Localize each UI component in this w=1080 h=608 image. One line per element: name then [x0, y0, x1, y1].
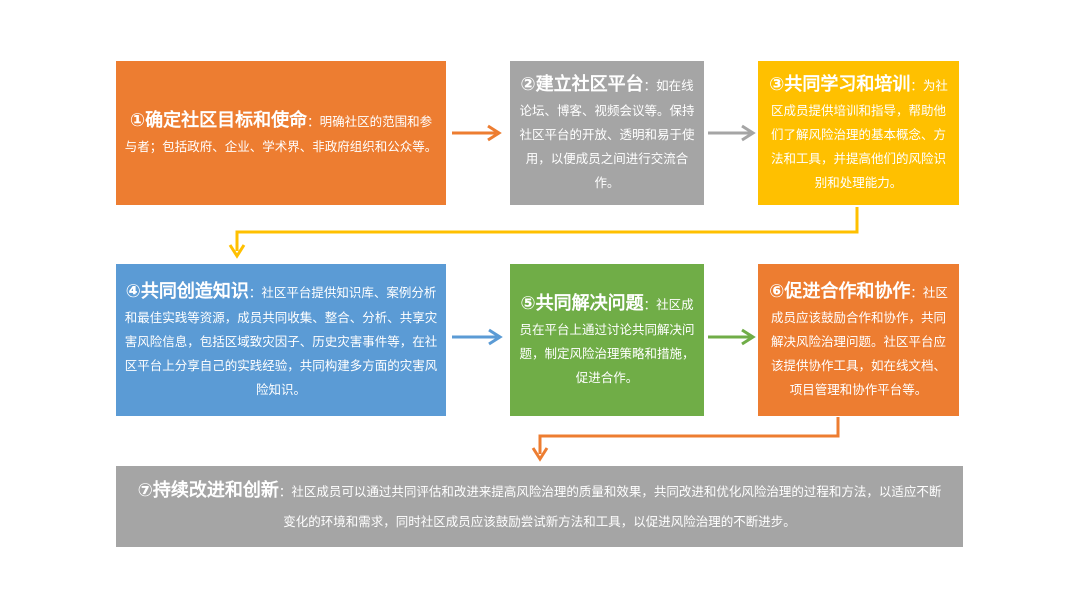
- step-2-box: ②建立社区平台：如在线论坛、博客、视频会议等。保持社区平台的开放、透明和易于使用…: [510, 61, 704, 205]
- arrow-4-to-5: [452, 328, 503, 346]
- step-5-box: ⑤共同解决问题：社区成员在平台上通过讨论共同解决问题，制定风险治理策略和措施，促…: [510, 264, 704, 416]
- step-3-title: ③共同学习和培训: [769, 74, 911, 95]
- step-7-box: ⑦持续改进和创新：社区成员可以通过共同评估和改进来提高风险治理的质量和效果，共同…: [116, 466, 963, 547]
- step-4-text: ：社区平台提供知识库、案例分析和最佳实践等资源，成员共同收集、整合、分析、共享灾…: [124, 285, 438, 397]
- arrow-6-to-7: [531, 417, 840, 462]
- step-7-text: ：社区成员可以通过共同评估和改进来提高风险治理的质量和效果，共同改进和优化风险治…: [278, 483, 942, 529]
- step-5-text: ：社区成员在平台上通过讨论共同解决问题，制定风险治理策略和措施，促进合作。: [519, 297, 695, 385]
- step-4-box: ④共同创造知识：社区平台提供知识库、案例分析和最佳实践等资源，成员共同收集、整合…: [116, 264, 446, 416]
- step-1-box: ①确定社区目标和使命：明确社区的范围和参与者；包括政府、企业、学术界、非政府组织…: [116, 61, 446, 205]
- step-6-text: ：社区成员应该鼓励合作和协作，共同解决风险治理问题。社区平台应该提供协作工具，如…: [770, 285, 948, 397]
- step-7-title: ⑦持续改进和创新: [137, 479, 279, 501]
- arrow-2-to-3: [708, 124, 756, 142]
- step-4-title: ④共同创造知识: [125, 281, 249, 302]
- step-5-title: ⑤共同解决问题: [520, 293, 644, 314]
- step-3-box: ③共同学习和培训：为社区成员提供培训和指导，帮助他们了解风险治理的基本概念、方法…: [758, 61, 959, 205]
- step-2-title: ②建立社区平台: [520, 74, 644, 95]
- step-6-box: ⑥促进合作和协作：社区成员应该鼓励合作和协作，共同解决风险治理问题。社区平台应该…: [758, 264, 959, 416]
- step-6-title: ⑥促进合作和协作: [769, 281, 911, 302]
- step-2-text: ：如在线论坛、博客、视频会议等。保持社区平台的开放、透明和易于使用，以便成员之间…: [519, 78, 695, 190]
- arrow-1-to-2: [452, 124, 502, 142]
- step-1-text: ：明确社区的范围和参与者；包括政府、企业、学术界、非政府组织和公众等。: [124, 114, 438, 154]
- arrow-3-to-4: [228, 207, 859, 259]
- step-3-text: ：为社区成员提供培训和指导，帮助他们了解风险治理的基本概念、方法和工具，并提高他…: [770, 78, 948, 190]
- arrow-5-to-6: [708, 328, 756, 346]
- step-1-title: ①确定社区目标和使命: [129, 110, 308, 131]
